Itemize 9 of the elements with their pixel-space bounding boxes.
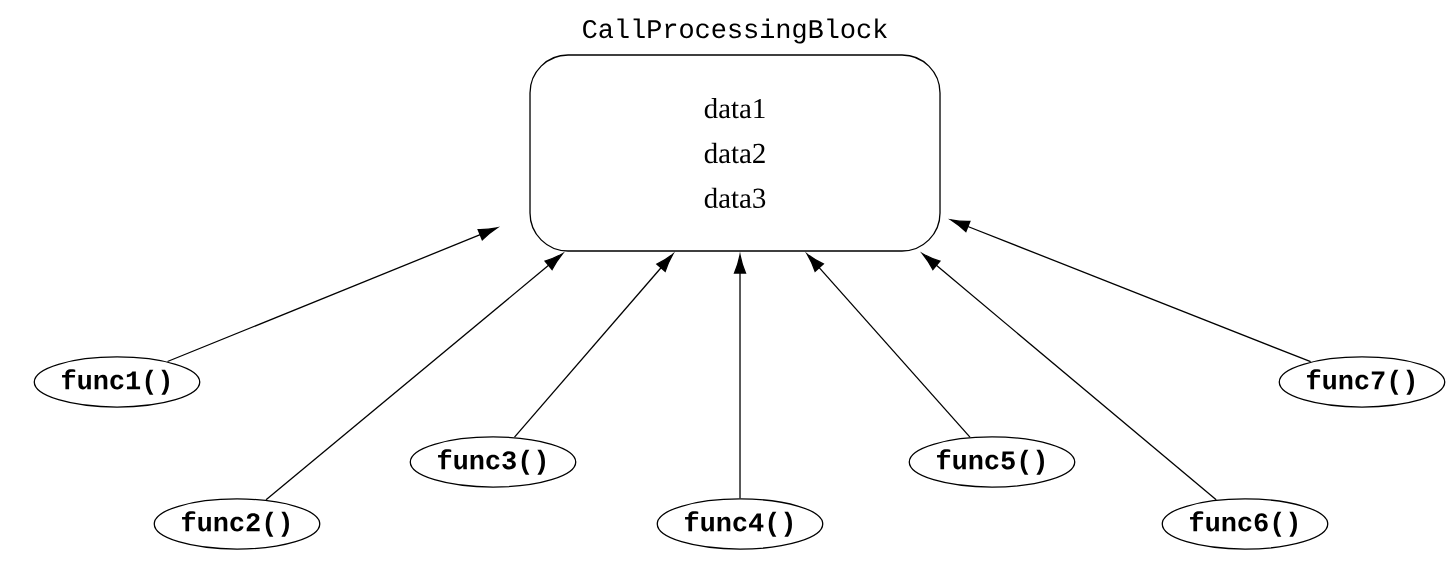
arrow <box>950 219 1312 363</box>
arrow <box>733 254 747 499</box>
arrow <box>806 253 971 438</box>
block-heading: CallProcessingBlock <box>583 18 887 44</box>
arrow <box>166 227 498 363</box>
arrow <box>265 253 564 501</box>
arrow <box>921 253 1217 501</box>
arrow <box>513 253 674 438</box>
block-box: data1 data2 data3 <box>529 54 941 252</box>
